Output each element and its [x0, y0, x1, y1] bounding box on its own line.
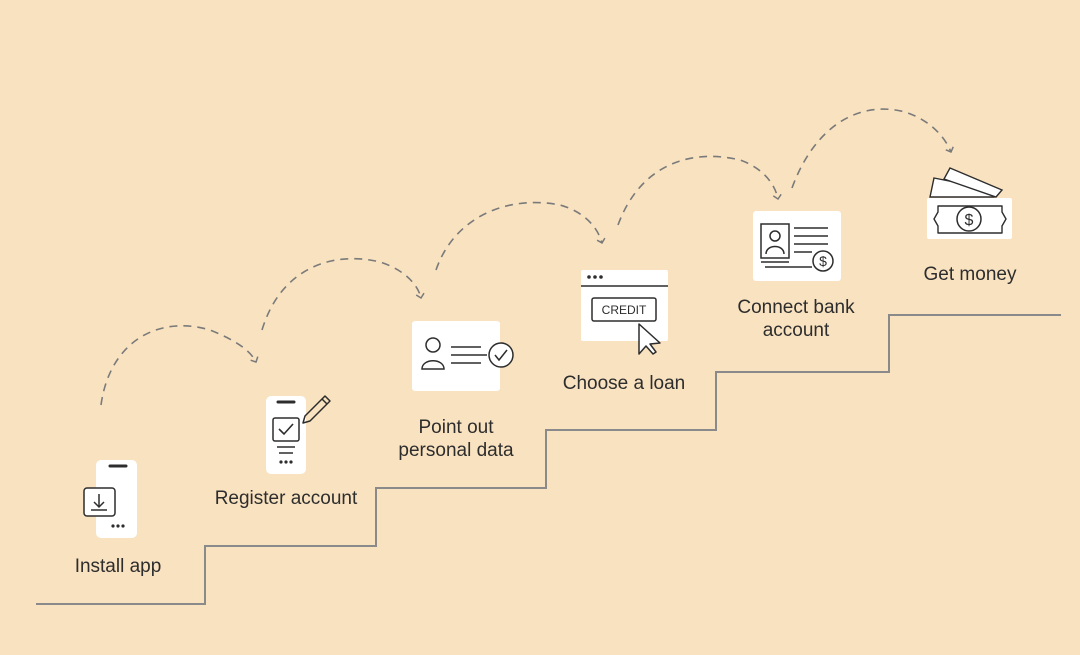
dashed-arrow-2: [261, 257, 425, 331]
svg-text:$: $: [965, 212, 974, 229]
dashed-arrow-5: [791, 108, 954, 189]
bank-card-dollar-icon: $: [753, 211, 841, 281]
step-label-connect-bank: Connect bank account: [737, 297, 855, 341]
phone-checklist-pencil-icon: [266, 395, 331, 474]
dashed-arrow-3: [435, 201, 606, 271]
id-card-check-icon: [412, 321, 514, 391]
step-label-personal-data: Point out personal data: [398, 417, 514, 461]
dashed-arrow-1: [100, 325, 259, 406]
svg-text:$: $: [819, 253, 827, 269]
cash-stack-icon: $: [927, 167, 1012, 239]
phone-download-icon: [83, 460, 137, 538]
step-label-choose-loan: Choose a loan: [562, 373, 686, 394]
step-label-get-money: Get money: [923, 264, 1017, 285]
step-label-register-account: Register account: [214, 488, 358, 509]
browser-credit-cursor-icon: CREDIT: [581, 270, 668, 355]
step-label-install-app: Install app: [74, 556, 162, 577]
credit-button-label: CREDIT: [602, 303, 647, 317]
